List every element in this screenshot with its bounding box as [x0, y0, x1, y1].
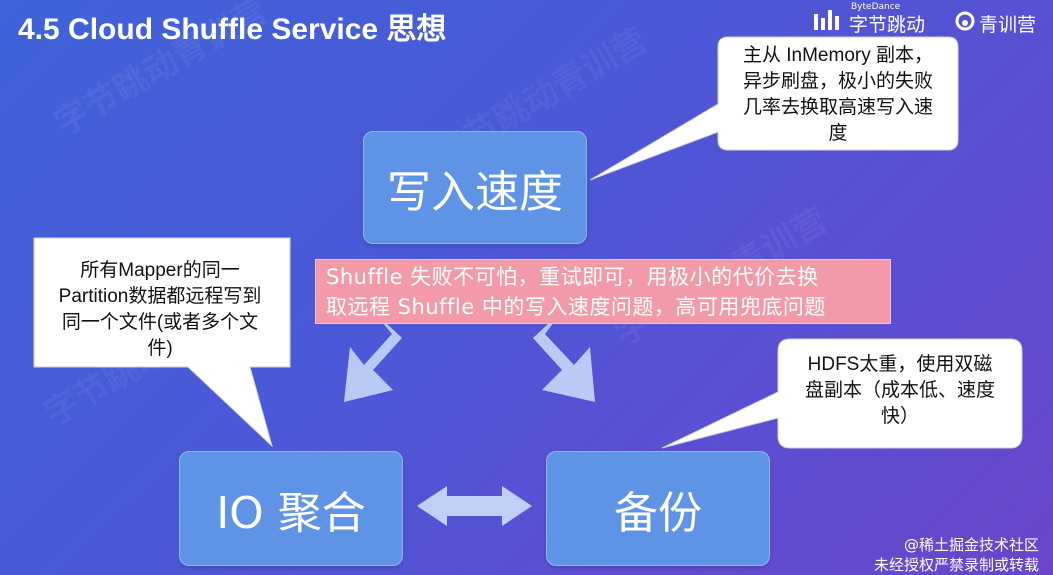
callout-line: 快）	[880, 406, 919, 427]
callout-line: 所有Mapper的同一	[80, 260, 240, 281]
callout-left-bubble	[33, 237, 291, 448]
footer-line: 未经授权严禁录制或转载	[873, 556, 1039, 574]
callout-left-text: 所有Mapper的同一 Partition数据都远程写到 同一个文件(或者多个文…	[36, 258, 284, 362]
brand-area: ByteDance 字节跳动 青训营	[813, 2, 1053, 38]
bytedance-name: 字节跳动	[849, 14, 926, 36]
node-io-aggregation: IO 聚合	[179, 451, 403, 566]
callout-line: 主从 InMemory 副本，	[742, 45, 934, 66]
banner-line: Shuffle 失败不可怕，重试即可，用极小的代价去换	[326, 264, 819, 289]
camp-logo-icon	[955, 11, 975, 31]
callout-line: 同一个文件(或者多个文	[61, 312, 259, 333]
callout-top-bubble	[589, 36, 959, 181]
callout-line: 件)	[147, 338, 173, 359]
double-arrow-io-backup	[417, 486, 532, 526]
summary-banner: Shuffle 失败不可怕，重试即可，用极小的代价去换 取远程 Shuffle …	[315, 259, 891, 324]
callout-line: HDFS太重，使用双磁	[807, 354, 993, 375]
arrow-to-io	[344, 310, 402, 402]
callout-line: 几率去换取高速写入速	[742, 97, 933, 118]
bytedance-small-label: ByteDance	[851, 2, 901, 12]
callout-right-text: HDFS太重，使用双磁 盘副本（成本低、速度 快）	[782, 352, 1018, 430]
footer-watermark: @稀土掘金技术社区 未经授权严禁录制或转载	[874, 535, 1039, 575]
slide-title: 4.5 Cloud Shuffle Service 思想	[18, 13, 447, 46]
node-write-speed: 写入速度	[363, 131, 587, 244]
camp-name: 青训营	[979, 14, 1037, 36]
footer-line: @稀土掘金技术社区	[903, 536, 1039, 554]
callout-line: 度	[828, 123, 848, 144]
callout-top-text: 主从 InMemory 副本， 异步刷盘，极小的失败 几率去换取高速写入速 度	[721, 43, 955, 147]
callout-line: 盘副本（成本低、速度	[804, 380, 995, 401]
callout-right-bubble	[661, 338, 1023, 449]
callout-line: 异步刷盘，极小的失败	[742, 71, 933, 92]
callout-line: Partition数据都远程写到	[58, 286, 262, 307]
arrow-to-backup	[533, 310, 595, 402]
bytedance-logo-icon	[814, 10, 839, 30]
banner-line: 取远程 Shuffle 中的写入速度问题，高可用兜底问题	[326, 294, 826, 319]
node-backup: 备份	[546, 451, 770, 566]
